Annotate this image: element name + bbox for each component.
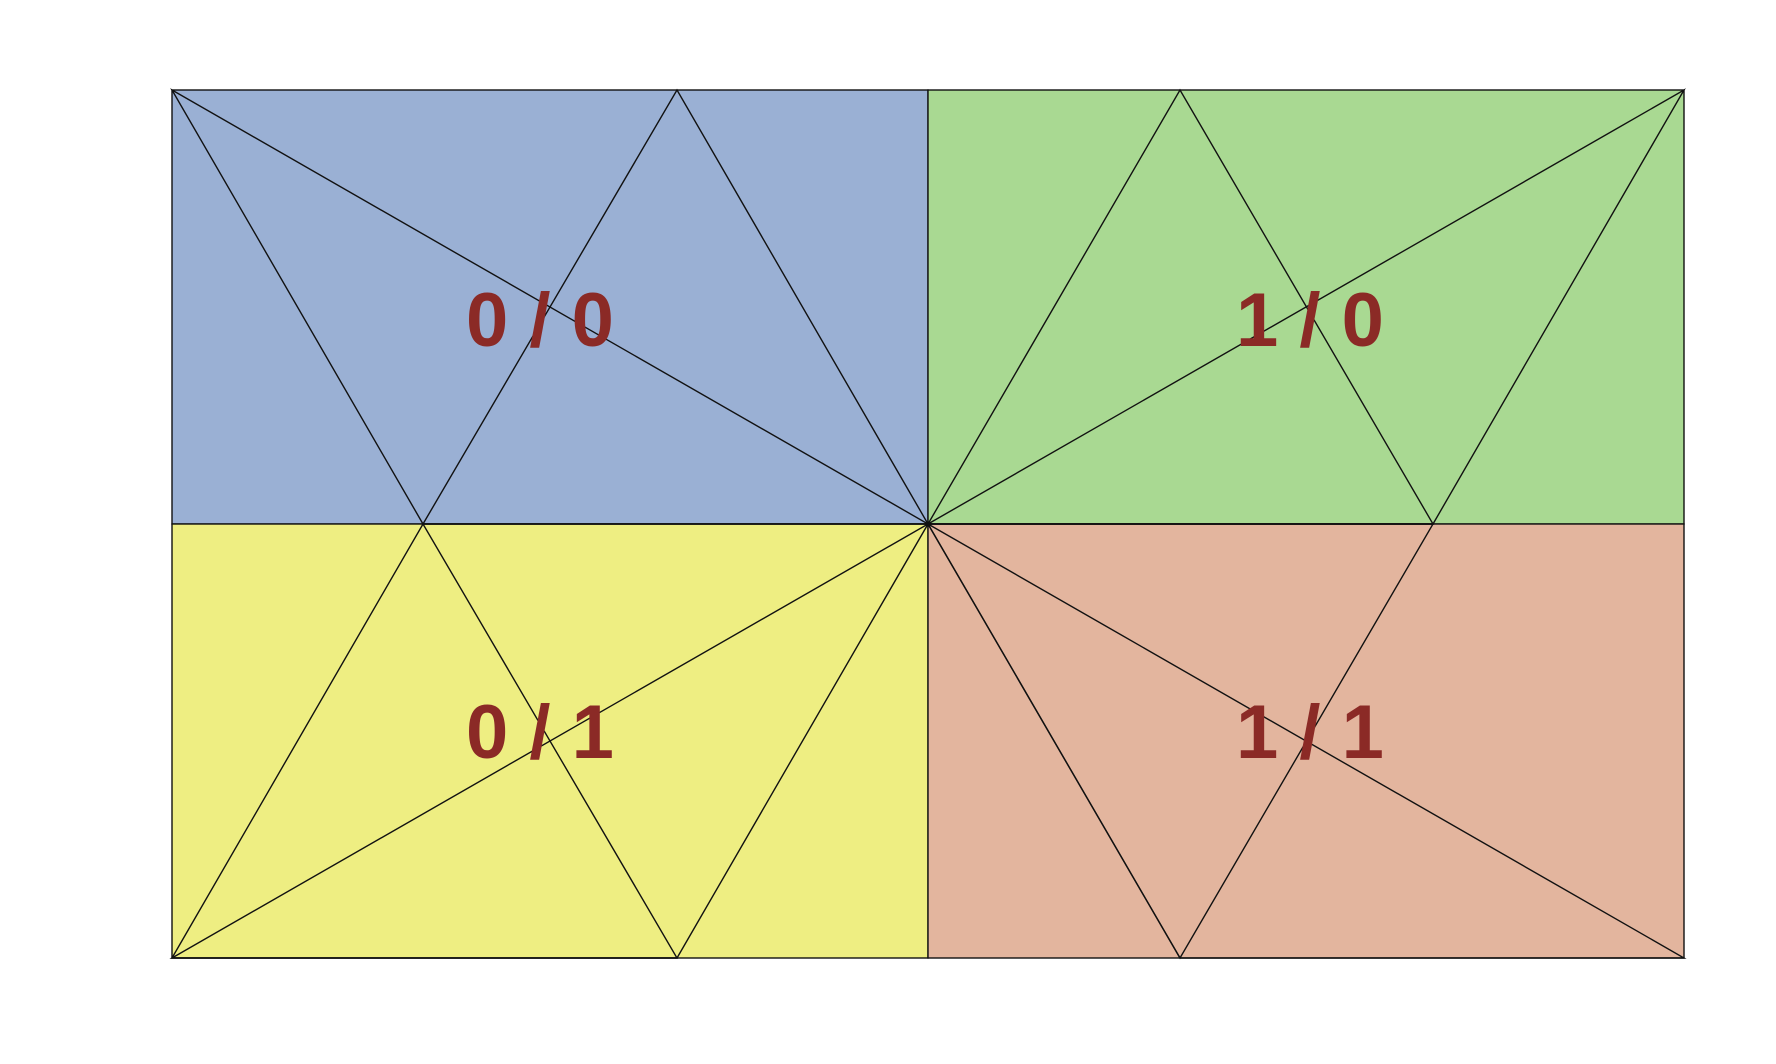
triangle-lines [169, 88, 1687, 960]
quadrant-label-0-1: 0 / 1 [466, 690, 614, 775]
triangle-q11-b [926, 522, 1687, 959]
triangle-q00-b [421, 88, 930, 525]
quadrant-label-1-1: 1 / 1 [1236, 690, 1384, 775]
triangle-q01-b [169, 522, 930, 959]
quadrant-label-0-0: 0 / 0 [466, 278, 614, 363]
quadrant-label-1-0: 1 / 0 [1236, 278, 1384, 363]
